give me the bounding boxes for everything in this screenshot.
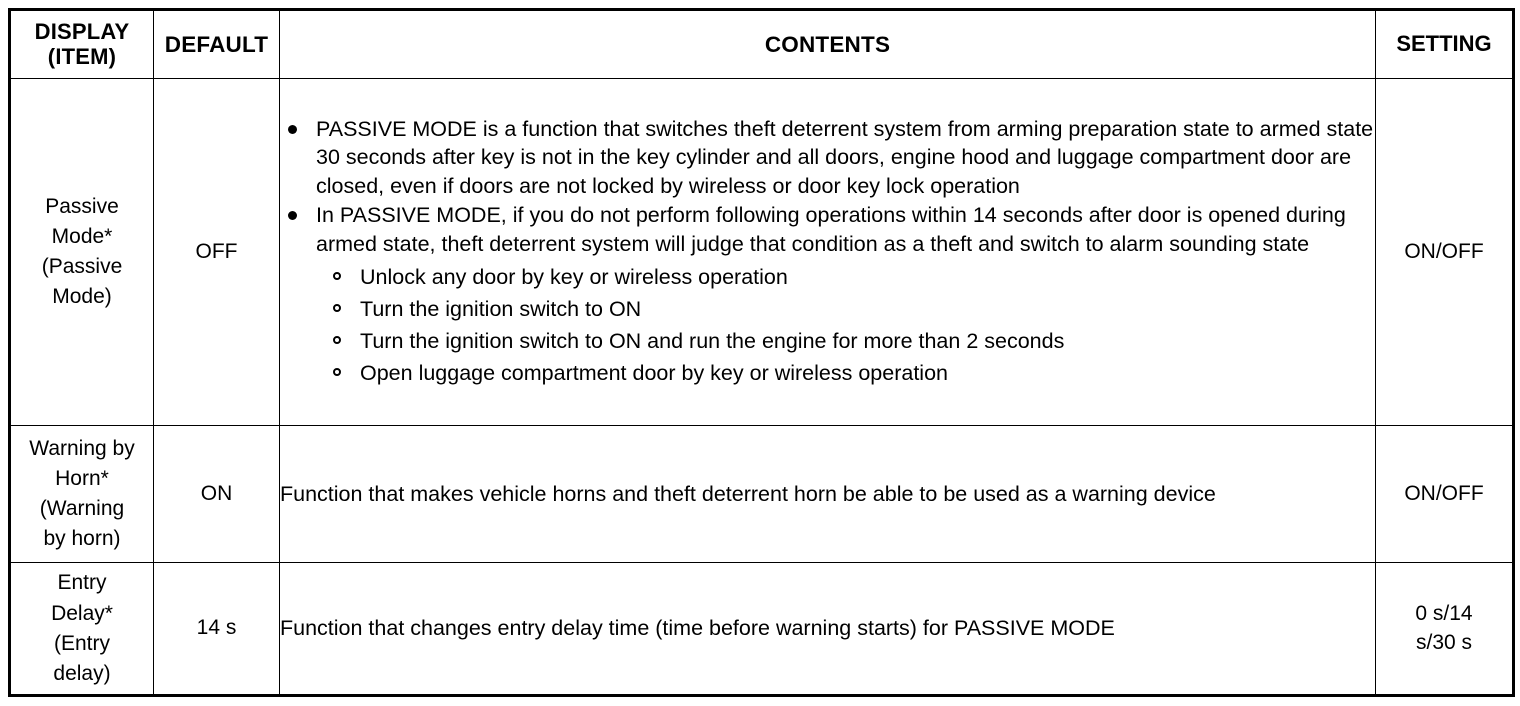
theft-deterrent-settings-table: DISPLAY (ITEM) DEFAULT CONTENTS SETTING … [8,8,1515,697]
row-contents-warning-by-horn: Function that makes vehicle horns and th… [279,425,1376,564]
column-header-display-line2: (ITEM) [47,43,117,69]
column-header-default: DEFAULT [153,9,280,79]
display-line: (Entry [53,631,110,655]
table-body: Passive Mode* (Passive Mode) OFF PASSIVE… [9,77,1514,696]
bullet-text: PASSIVE MODE is a function that switches… [316,116,1374,198]
hollow-bullet-icon [333,303,341,312]
row-default-passive-mode: OFF [153,77,280,427]
display-line: Passive [45,195,119,218]
row-display-passive-mode: Passive Mode* (Passive Mode) [9,77,154,427]
setting-line: 0 s/14 [1415,601,1473,625]
bullet-list: PASSIVE MODE is a function that switches… [280,115,1375,259]
setting-line: s/30 s [1415,630,1473,654]
sub-bullet-text: Open luggage compartment door by key or … [360,361,948,386]
display-line: Entry [57,571,107,595]
display-line: (Passive [41,255,123,279]
sub-bullet-item: Turn the ignition switch to ON and run t… [330,325,1375,357]
row-setting-warning-by-horn: ON/OFF [1375,425,1514,564]
display-line: Delay* [51,601,113,625]
display-line: Mode) [52,285,112,309]
bullet-item: In PASSIVE MODE, if you do not perform f… [280,201,1375,258]
row-display-entry-delay: Entry Delay* (Entry delay) [9,562,154,696]
sub-bullet-list: Unlock any door by key or wireless opera… [280,261,1375,390]
row-setting-passive-mode: ON/OFF [1375,77,1514,427]
filled-bullet-icon [288,124,297,134]
contents-paragraph: Function that makes vehicle horns and th… [280,481,1216,506]
row-default-entry-delay: 14 s [153,562,280,696]
bullet-item: PASSIVE MODE is a function that switches… [280,115,1375,201]
display-line: Warning by [29,437,135,461]
row-setting-entry-delay: 0 s/14 s/30 s [1375,562,1514,696]
sub-bullet-text: Turn the ignition switch to ON [360,296,642,321]
row-contents-passive-mode: PASSIVE MODE is a function that switches… [279,77,1376,427]
column-header-setting: SETTING [1375,9,1514,79]
column-header-display-line1: DISPLAY [34,18,130,44]
table-row: Entry Delay* (Entry delay) 14 s Function… [9,562,1514,696]
display-line: Horn* [55,467,109,491]
sub-bullet-item: Turn the ignition switch to ON [330,293,1375,325]
table-header: DISPLAY (ITEM) DEFAULT CONTENTS SETTING [9,9,1514,79]
display-line: delay) [53,661,111,685]
column-header-display: DISPLAY (ITEM) [9,9,154,79]
column-header-contents: CONTENTS [279,9,1376,79]
contents-paragraph: Function that changes entry delay time (… [280,616,1115,641]
bullet-text: In PASSIVE MODE, if you do not perform f… [316,203,1346,256]
table-row: Warning by Horn* (Warning by horn) ON Fu… [9,425,1514,564]
hollow-bullet-icon [333,336,341,345]
sub-bullet-item: Unlock any door by key or wireless opera… [330,261,1375,293]
display-line: by horn) [43,527,121,551]
hollow-bullet-icon [333,271,341,280]
filled-bullet-icon [288,211,297,221]
table-row: Passive Mode* (Passive Mode) OFF PASSIVE… [9,77,1514,427]
row-display-warning-by-horn: Warning by Horn* (Warning by horn) [9,425,154,564]
display-line: Mode* [51,225,113,249]
sub-bullet-item: Open luggage compartment door by key or … [330,357,1375,389]
sub-bullet-text: Unlock any door by key or wireless opera… [360,264,788,289]
row-contents-entry-delay: Function that changes entry delay time (… [279,562,1376,696]
row-default-warning-by-horn: ON [153,425,280,564]
table-header-row: DISPLAY (ITEM) DEFAULT CONTENTS SETTING [9,9,1514,79]
sub-bullet-text: Turn the ignition switch to ON and run t… [360,329,1065,354]
hollow-bullet-icon [333,368,341,377]
display-line: (Warning [39,497,125,521]
